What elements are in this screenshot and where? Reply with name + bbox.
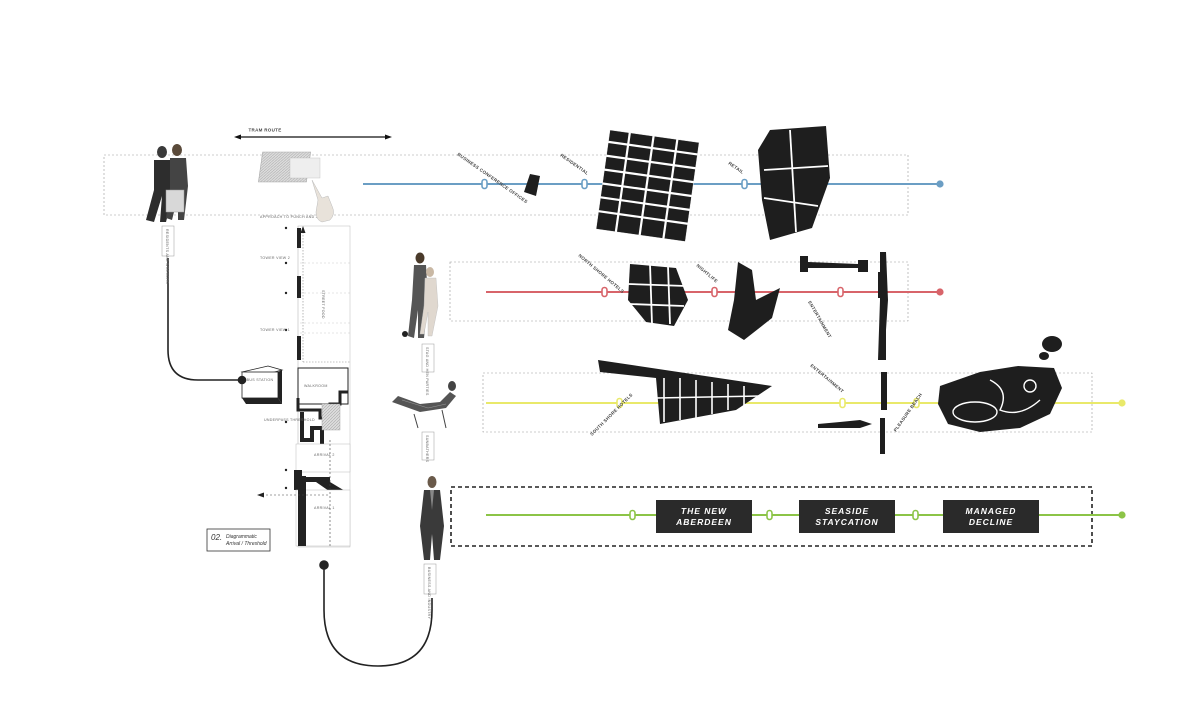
tram-route-label: TRAM ROUTE xyxy=(249,128,282,133)
couple-walking-figure xyxy=(146,144,188,222)
connector-curves xyxy=(167,258,433,667)
businessman-figure xyxy=(420,476,444,560)
label-bus-station: BUS STATION xyxy=(247,378,274,382)
party-couple-figure xyxy=(402,252,439,338)
scenario-title-1a: THE NEW xyxy=(681,506,727,516)
persona-business: BUSINESS AND INDUSTRY xyxy=(420,476,444,619)
label-walkroom: WALKROOM xyxy=(304,384,328,388)
persona-tag-business: BUSINESS AND INDUSTRY xyxy=(427,567,431,619)
label-arrival-2: ARRIVAL 2 xyxy=(314,453,335,457)
scenario-title-3b: DECLINE xyxy=(969,517,1013,527)
blue-urban-blocks xyxy=(524,126,830,242)
red-label-nightlife: NIGHTLIFE xyxy=(695,263,718,284)
blue-label-retail: RETAIL xyxy=(727,161,744,175)
green-route: THE NEW ABERDEEN SEASIDE STAYCATION MANA… xyxy=(486,500,1126,533)
blue-route: BUSINESS CONFERENCE OFFICES RESIDENTIAL … xyxy=(363,126,944,242)
legend-line-2: Arrival / Threshold xyxy=(225,541,267,547)
scenario-title-2a: SEASIDE xyxy=(825,506,869,516)
scenario-title-1b: ABERDEEN xyxy=(675,517,732,527)
legend-line-1: Diagrammatic xyxy=(226,534,257,540)
scenario-title-3a: MANAGED xyxy=(966,506,1017,516)
section-drawing: APPROACH TO PUNCH AND JUDY TOWER VIEW 2 … xyxy=(257,215,351,548)
label-tower-view-1: TOWER VIEW 1 xyxy=(260,328,290,332)
blue-label-business: BUSINESS CONFERENCE OFFICES xyxy=(456,152,528,205)
yellow-label-pleasure-beach: PLEASURE BEACH xyxy=(893,392,923,433)
persona-tag-sunbathers: SUNBATHERS xyxy=(425,435,429,463)
diagram-legend: 02. Diagrammatic Arrival / Threshold xyxy=(206,528,271,552)
red-route-frame xyxy=(449,261,909,322)
blue-label-residential: RESIDENTIAL xyxy=(559,153,589,176)
scenario-box-seaside-staycation: SEASIDE STAYCATION xyxy=(799,500,895,533)
green-stop-markers xyxy=(629,509,919,521)
persona-stag-hen: STAG AND HEN PARTIES xyxy=(402,252,439,396)
label-underpass: UNDERPASS THRESHOLD xyxy=(264,418,315,422)
persona-sunbathers: SUNBATHERS xyxy=(392,381,456,463)
scenario-title-2b: STAYCATION xyxy=(815,517,878,527)
hand-sketch-image xyxy=(258,151,334,223)
label-street-food: STREET FOOD xyxy=(321,290,325,319)
label-tower-view-2: TOWER VIEW 2 xyxy=(260,256,290,260)
lounging-figure xyxy=(392,381,456,429)
red-route: NORTH SHORE HOTELS NIGHTLIFE ENTERTAINME… xyxy=(486,252,944,360)
yellow-stop-markers xyxy=(616,397,920,409)
scenario-box-managed-decline: MANAGED DECLINE xyxy=(943,500,1039,533)
tram-route: TRAM ROUTE xyxy=(234,127,392,140)
persona-tag-residents: RESIDENTS AND WORKERS xyxy=(165,229,169,284)
yellow-route: SOUTH SHORE HOTELS ENTERTAINMENT PLEASUR… xyxy=(486,336,1126,454)
blue-stop-markers xyxy=(481,178,748,190)
persona-tag-stag-hen: STAG AND HEN PARTIES xyxy=(425,347,429,396)
red-label-north-shore: NORTH SHORE HOTELS xyxy=(577,253,625,294)
label-arrival-1: ARRIVAL 1 xyxy=(314,506,335,510)
bus-station-cube: BUS STATION xyxy=(240,365,284,404)
yellow-urban-blocks xyxy=(598,336,1062,454)
label-approach: APPROACH TO PUNCH AND JUDY xyxy=(260,215,327,219)
red-label-entertainment: ENTERTAINMENT xyxy=(807,300,832,339)
persona-residents: RESIDENTS AND WORKERS xyxy=(146,144,188,284)
scenario-box-new-aberdeen: THE NEW ABERDEEN xyxy=(656,500,752,533)
yellow-label-entertainment: ENTERTAINMENT xyxy=(809,363,844,394)
red-urban-blocks xyxy=(627,252,888,360)
yellow-route-frame xyxy=(482,372,1093,433)
red-stop-markers xyxy=(601,286,844,298)
legend-number: 02. xyxy=(211,533,222,542)
yellow-label-south-shore: SOUTH SHORE HOTELS xyxy=(589,392,633,436)
